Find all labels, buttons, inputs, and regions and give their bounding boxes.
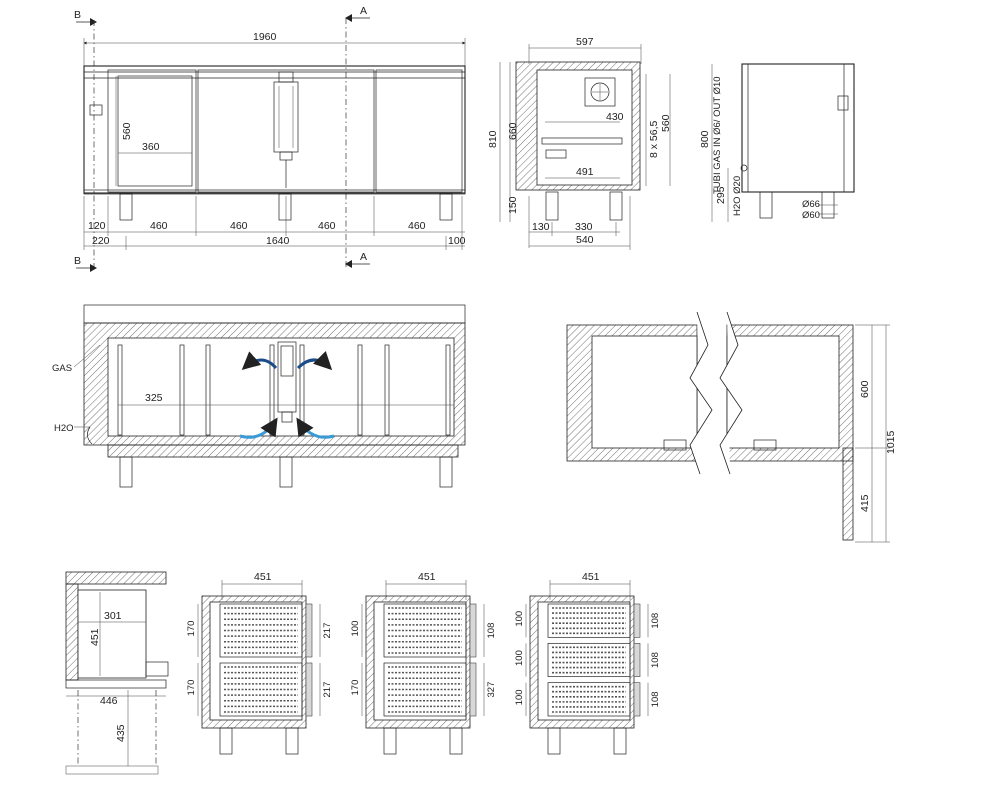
rail-span-dim: 560 bbox=[660, 114, 672, 132]
front-section-view: 325 GAS H2O bbox=[52, 304, 466, 488]
airflow-arrows bbox=[239, 351, 335, 439]
section-fan-column bbox=[277, 341, 297, 423]
drawer-left-dim: 100 bbox=[514, 650, 525, 666]
right-margin-dim: 100 bbox=[448, 235, 466, 247]
drawer-left-dim: 170 bbox=[186, 621, 197, 637]
pipe-diameter-small: Ø60 bbox=[802, 210, 820, 221]
drawer-right-dim: 108 bbox=[650, 652, 661, 668]
drawer-right-dim: 217 bbox=[322, 682, 333, 698]
section-b-label-bottom: B bbox=[74, 255, 81, 267]
pitch-dim-3: 460 bbox=[318, 220, 336, 232]
shelf-width-dim: 360 bbox=[142, 141, 160, 153]
section-mark-b-top: B bbox=[74, 9, 97, 26]
door-3 bbox=[375, 69, 463, 193]
drawer-right-dim: 108 bbox=[650, 613, 661, 629]
layout-width-dim: 451 bbox=[418, 571, 436, 583]
drawer-right-dim: 327 bbox=[486, 682, 497, 698]
side-width-dim: 597 bbox=[576, 36, 594, 48]
drawer-detail-view: 301 451 446 435 bbox=[65, 571, 169, 775]
drawer-left-dim: 100 bbox=[350, 621, 361, 637]
water-height-dim: 295 bbox=[715, 186, 727, 204]
pipe-diameter-large: Ø66 bbox=[802, 199, 820, 210]
drawer-right-dim: 108 bbox=[650, 691, 661, 707]
gas-pipes-label: TUBI GAS IN Ø6/ OUT Ø10 bbox=[712, 76, 723, 194]
door-1 bbox=[107, 69, 197, 193]
drawer-left-dim: 170 bbox=[350, 680, 361, 696]
drawer-layout-3: 451 100 100 100 108 108 108 bbox=[514, 571, 661, 755]
layout-width-dim: 451 bbox=[582, 571, 600, 583]
pitch-dim-4: 460 bbox=[408, 220, 426, 232]
center-span-dim: 1640 bbox=[266, 235, 290, 247]
cabinet-height-section-dim: 600 bbox=[859, 380, 871, 398]
control-panel bbox=[89, 104, 103, 116]
central-fan-column bbox=[273, 71, 299, 188]
leg-offset-dim: 130 bbox=[532, 221, 550, 233]
drawer-right-dim: 217 bbox=[322, 623, 333, 639]
water-inlet-label: H2O bbox=[54, 423, 74, 434]
drawer-right-dim: 108 bbox=[486, 623, 497, 639]
left-offset-dim: 120 bbox=[88, 220, 106, 232]
drawer-layout-1: 451 170 170 217 217 bbox=[186, 571, 333, 755]
shelf-outline bbox=[117, 75, 193, 187]
left-margin-dim: 220 bbox=[92, 235, 110, 247]
drawer: 100 bbox=[350, 603, 467, 658]
back-cabinet bbox=[741, 63, 855, 193]
front-elevation-view: B A 1960 560 bbox=[74, 5, 466, 272]
side-elevation-view: 597 430 491 8 x 56,5 560 810 660 150 130… bbox=[487, 36, 672, 250]
door-2 bbox=[197, 69, 375, 193]
fan-unit bbox=[584, 77, 616, 107]
cabinet-height-dim: 660 bbox=[507, 122, 519, 140]
drawer-layouts: 451 170 170 217 217 451 100 170 108 327 451 100 100 1… bbox=[186, 571, 661, 755]
back-height-dim: 800 bbox=[699, 130, 711, 148]
drawer: 100 bbox=[514, 603, 631, 638]
pitch-dim-1: 460 bbox=[150, 220, 168, 232]
layout-width-dim: 451 bbox=[254, 571, 272, 583]
drawer-left-dim: 100 bbox=[514, 689, 525, 705]
counter-body bbox=[83, 65, 466, 194]
inner-depth-dim: 491 bbox=[576, 166, 594, 178]
shelf-depth-dim: 325 bbox=[145, 392, 163, 404]
drawer-inner-width-dim: 301 bbox=[104, 610, 122, 622]
drawer: 100 bbox=[514, 682, 631, 717]
leg-height-dim: 150 bbox=[507, 196, 519, 214]
rails-dim: 8 x 56,5 bbox=[648, 120, 660, 158]
drawer-left-dim: 100 bbox=[514, 611, 525, 627]
drawer: 100 bbox=[514, 642, 631, 678]
back-profile-view: 800 TUBI GAS IN Ø6/ OUT Ø10 295 H2O Ø20 … bbox=[699, 63, 855, 222]
water-pipe-label: H2O Ø20 bbox=[732, 176, 743, 216]
base-depth-dim: 540 bbox=[576, 234, 594, 246]
drawer: 170 bbox=[350, 662, 467, 717]
total-height-section-dim: 1015 bbox=[885, 430, 897, 454]
overall-width-dim: 1960 bbox=[253, 31, 277, 43]
section-mark-a-bottom: A bbox=[345, 251, 370, 268]
drawer-inner-height-dim: 451 bbox=[89, 628, 101, 646]
leg-height-section-dim: 415 bbox=[859, 494, 871, 512]
side-leg-back bbox=[609, 191, 623, 221]
pitch-dim-2: 460 bbox=[230, 220, 248, 232]
front-legs bbox=[119, 193, 453, 221]
door-height-dim: 560 bbox=[121, 122, 133, 140]
section-mark-b-bottom: B bbox=[74, 255, 97, 272]
drawer-outer-width-dim: 446 bbox=[100, 695, 118, 707]
section-a-label-bottom: A bbox=[360, 251, 367, 263]
side-leg-front bbox=[545, 191, 559, 221]
leg-span-dim: 330 bbox=[575, 221, 593, 233]
drawer: 170 bbox=[186, 603, 303, 658]
drawer-layout-2: 451 100 170 108 327 bbox=[350, 571, 497, 755]
section-legs bbox=[119, 456, 453, 488]
section-b-label: B bbox=[74, 9, 81, 21]
drawer-leg-height-dim: 435 bbox=[115, 724, 127, 742]
side-section-view: 600 1015 415 bbox=[566, 311, 897, 543]
section-a-label: A bbox=[360, 5, 367, 17]
total-height-dim: 810 bbox=[487, 130, 499, 148]
gas-inlet-label: GAS bbox=[52, 363, 72, 374]
inner-width-dim: 430 bbox=[606, 111, 624, 123]
drawer-left-dim: 170 bbox=[186, 680, 197, 696]
section-mark-a-top: A bbox=[345, 5, 370, 22]
drawer: 170 bbox=[186, 662, 303, 717]
